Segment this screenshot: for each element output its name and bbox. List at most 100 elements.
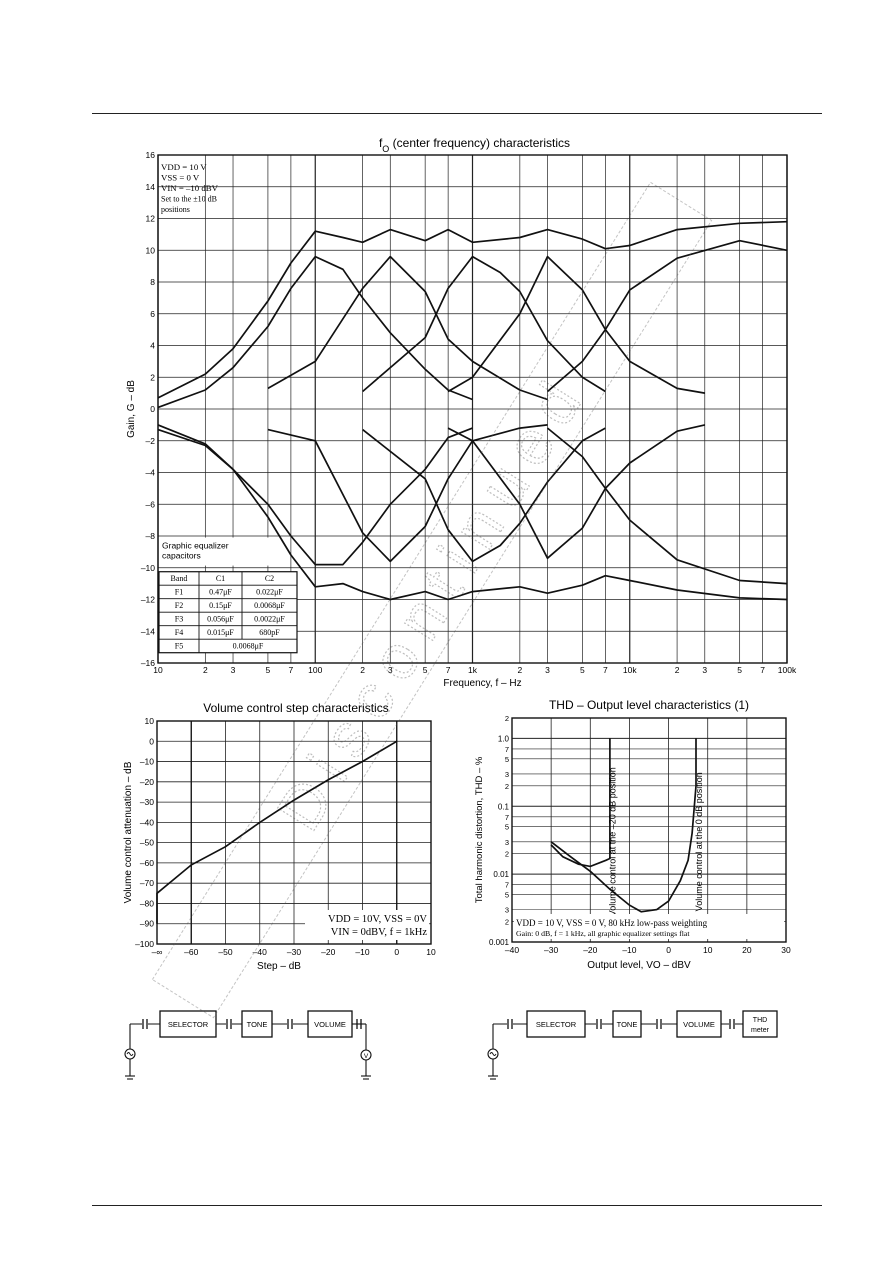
y-tick-label: 2 (505, 850, 509, 859)
y-tick-label: 7 (505, 881, 509, 890)
chart-title: Volume control step characteristics (203, 701, 388, 715)
cap-table-cell: F4 (175, 628, 183, 637)
x-tick-label: –10 (622, 945, 636, 955)
block-label: TONE (247, 1020, 268, 1029)
gain-curve-4 (447, 255, 705, 394)
y-tick-label: –80 (140, 898, 154, 908)
x-axis-label: Step – dB (257, 961, 301, 972)
gain-curve-11 (546, 427, 788, 585)
x-tick-label: –60 (184, 947, 198, 957)
y-tick-label: –60 (140, 858, 154, 868)
y-tick-label: –8 (146, 531, 156, 541)
x-tick-label: 100 (308, 665, 322, 675)
attenuation-curve (156, 740, 398, 924)
condition-text: VIN = 0dBV, f = 1kHz (331, 927, 428, 938)
cap-table-cell: F2 (175, 601, 183, 610)
y-tick-label: –10 (141, 563, 155, 573)
y-tick-label: 2 (150, 372, 155, 382)
capacitor-gap (287, 1020, 293, 1028)
y-tick-label: 0.01 (493, 870, 509, 879)
y-tick-label: –10 (140, 757, 154, 767)
block-label: SELECTOR (168, 1020, 209, 1029)
x-tick-label: –20 (321, 947, 335, 957)
capacitor-gap (729, 1020, 735, 1028)
y-tick-label: 3 (505, 906, 509, 915)
y-tick-label: 5 (505, 891, 509, 900)
y-tick-label: 14 (146, 182, 156, 192)
capacitor-gap (596, 1020, 602, 1028)
x-tick-label: 5 (580, 665, 585, 675)
x-tick-label: –20 (583, 945, 597, 955)
x-tick-label: 3 (545, 665, 550, 675)
annotation-0db: Volume control at the 0 dB position (694, 772, 704, 911)
x-tick-label: 10 (153, 665, 163, 675)
y-tick-label: 2 (505, 714, 509, 723)
x-tick-label: 2 (675, 665, 680, 675)
x-tick-label: 2 (360, 665, 365, 675)
x-tick-label: –50 (218, 947, 232, 957)
voltmeter-label: V (364, 1053, 369, 1060)
y-tick-label: 4 (150, 341, 155, 351)
condition-text: VDD = 10 V (161, 162, 207, 172)
y-tick-label: 3 (505, 770, 509, 779)
x-tick-label: –40 (505, 945, 519, 955)
x-tick-label: 0 (394, 947, 399, 957)
y-axis-label: Total harmonic distortion, THD – % (474, 756, 485, 903)
condition-text: VDD = 10V, VSS = 0V (328, 914, 427, 925)
gain-curve-0 (157, 220, 788, 399)
chart-title: fO (center frequency) characteristics (379, 136, 570, 154)
footer-rule (92, 1205, 822, 1206)
x-tick-label: 1k (468, 665, 478, 675)
x-tick-label: 3 (231, 665, 236, 675)
y-tick-label: –2 (146, 436, 156, 446)
y-tick-label: 5 (505, 755, 509, 764)
gain-curve-5 (546, 239, 788, 393)
cap-table-cell: C1 (216, 574, 225, 583)
x-tick-label: 10 (426, 947, 436, 957)
y-tick-label: 1.0 (498, 734, 510, 743)
cap-table-title: Graphic equalizer (162, 541, 229, 551)
x-tick-label: 5 (266, 665, 271, 675)
chart-title: THD – Output level characteristics (1) (549, 698, 749, 712)
block-thd-meter (742, 1010, 778, 1038)
y-tick-label: –50 (140, 838, 154, 848)
y-tick-label: 8 (150, 277, 155, 287)
y-tick-label: 0.1 (498, 802, 510, 811)
sine-icon (126, 1052, 134, 1056)
x-tick-label: –10 (355, 947, 369, 957)
cap-table-cell: F5 (175, 642, 183, 651)
cap-table-cell: 0.022μF (256, 588, 283, 597)
y-tick-label: –6 (146, 499, 156, 509)
y-tick-label: 7 (505, 745, 509, 754)
x-tick-label: 2 (517, 665, 522, 675)
y-tick-label: 2 (505, 918, 509, 927)
header-rule (92, 113, 822, 114)
block-volume (676, 1010, 722, 1038)
y-tick-label: 5 (505, 823, 509, 832)
y-tick-label: –4 (146, 468, 156, 478)
cap-table-title: capacitors (162, 551, 201, 561)
condition-text: VSS = 0 V (161, 173, 200, 183)
y-tick-label: –70 (140, 878, 154, 888)
y-axis-label: Gain, G – dB (126, 380, 137, 438)
cap-table-title-bg (159, 537, 271, 566)
x-tick-label: 10k (623, 665, 637, 675)
y-tick-label: 10 (146, 245, 156, 255)
thd-curve-1 (550, 738, 697, 913)
gain-curve-2 (267, 255, 548, 401)
x-tick-label: 5 (423, 665, 428, 675)
cap-table-cell: C2 (265, 574, 274, 583)
condition-text: positions (161, 205, 190, 214)
cap-table-cell: 0.015μF (207, 628, 234, 637)
cap-table-cell: 680pF (259, 628, 280, 637)
cap-table-cell: 0.0022μF (254, 615, 285, 624)
x-tick-label: –30 (544, 945, 558, 955)
x-axis-label: Frequency, f – Hz (443, 678, 521, 689)
gain-curve-1 (157, 255, 473, 409)
block-label: TONE (617, 1020, 638, 1029)
